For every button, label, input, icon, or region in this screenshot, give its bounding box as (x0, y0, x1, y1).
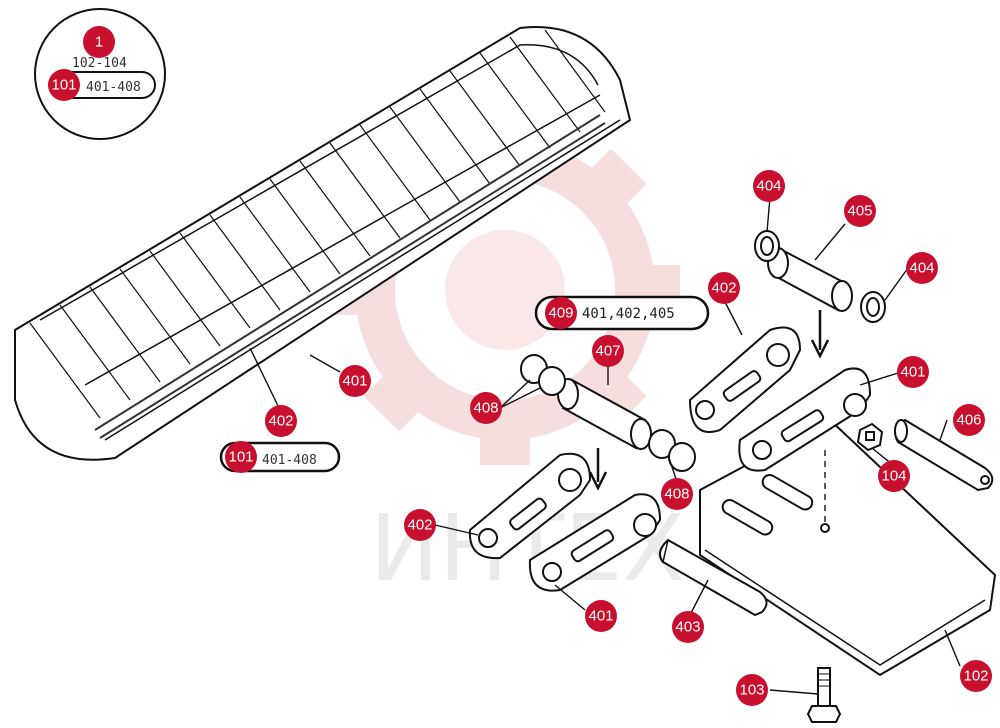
callout-inset-101: 101 (48, 69, 80, 101)
svg-text:401: 401 (900, 364, 925, 381)
pin-403 (658, 538, 768, 617)
svg-text:103: 103 (739, 682, 764, 699)
bushing-407 (557, 378, 652, 450)
callout-seal-408-upper: 408 (470, 392, 502, 424)
callout-inset-1: 1 (83, 26, 115, 58)
lower-link-402 (468, 452, 592, 560)
svg-text:104: 104 (881, 468, 906, 485)
callout-track-101: 101 (225, 441, 257, 473)
callout-group-409: 409 (545, 297, 577, 329)
svg-text:407: 407 (595, 343, 620, 360)
arrow-405-down (810, 310, 830, 359)
inset-ref-bottom: 401-408 (86, 80, 141, 95)
group-409-box: 401,402,405 (534, 295, 710, 331)
callout-pin-403: 403 (672, 611, 704, 643)
callout-bolt-103: 103 (736, 674, 768, 706)
svg-text:101: 101 (51, 77, 76, 94)
svg-text:406: 406 (956, 412, 981, 429)
svg-text:1: 1 (95, 34, 103, 51)
track-grousers (29, 29, 606, 419)
bolt-103 (806, 667, 842, 723)
crawler-track: 401-408 (14, 26, 632, 473)
upper-link-402 (688, 326, 802, 433)
svg-text:408: 408 (664, 486, 689, 503)
callout-link-401-upper: 401 (897, 356, 929, 388)
svg-text:409: 409 (548, 305, 573, 322)
washer-404-right (860, 291, 886, 323)
bushing-405 (767, 247, 853, 312)
callout-bushing-405: 405 (844, 195, 876, 227)
svg-text:401: 401 (342, 373, 367, 390)
svg-text:402: 402 (407, 517, 432, 534)
svg-text:403: 403 (675, 619, 700, 636)
callout-link-401-lower: 401 (585, 600, 617, 632)
svg-text:101: 101 (228, 449, 253, 466)
track-chain-links (94, 114, 606, 439)
callout-shoe-102: 102 (960, 660, 992, 692)
pin-406 (894, 418, 994, 492)
svg-text:408: 408 (473, 400, 498, 417)
callout-track-402: 402 (265, 405, 297, 437)
callout-pin-406: 406 (953, 404, 985, 436)
callout-bushing-407: 407 (592, 335, 624, 367)
svg-text:102: 102 (963, 668, 988, 685)
svg-text:402: 402 (711, 280, 736, 297)
inset-circle: 102-104 401-408 (34, 8, 166, 140)
svg-text:401: 401 (588, 608, 613, 625)
washer-404-left (754, 230, 780, 262)
seal-408-upper (520, 354, 566, 396)
arrow-407-down (588, 448, 608, 491)
group-409-ref: 401,402,405 (582, 306, 675, 322)
callout-track-401: 401 (339, 365, 371, 397)
callout-nut-104: 104 (878, 460, 910, 492)
leader-lines (249, 196, 961, 695)
callout-washer-404-left: 404 (753, 170, 785, 202)
svg-text:405: 405 (847, 203, 872, 220)
callout-seal-408-lower: 408 (661, 478, 693, 510)
nut-104 (856, 422, 884, 452)
lower-link-401 (528, 493, 662, 592)
svg-text:404: 404 (756, 178, 781, 195)
svg-text:402: 402 (268, 413, 293, 430)
callout-link-402-upper: 402 (708, 272, 740, 304)
track-group-ref: 401-408 (262, 453, 317, 468)
svg-text:404: 404 (909, 260, 934, 277)
callout-link-402-lower: 402 (404, 509, 436, 541)
callout-washer-404-right: 404 (906, 252, 938, 284)
seal-408-lower (648, 429, 696, 472)
upper-link-401 (738, 367, 872, 472)
inset-ref-top: 102-104 (72, 56, 127, 71)
